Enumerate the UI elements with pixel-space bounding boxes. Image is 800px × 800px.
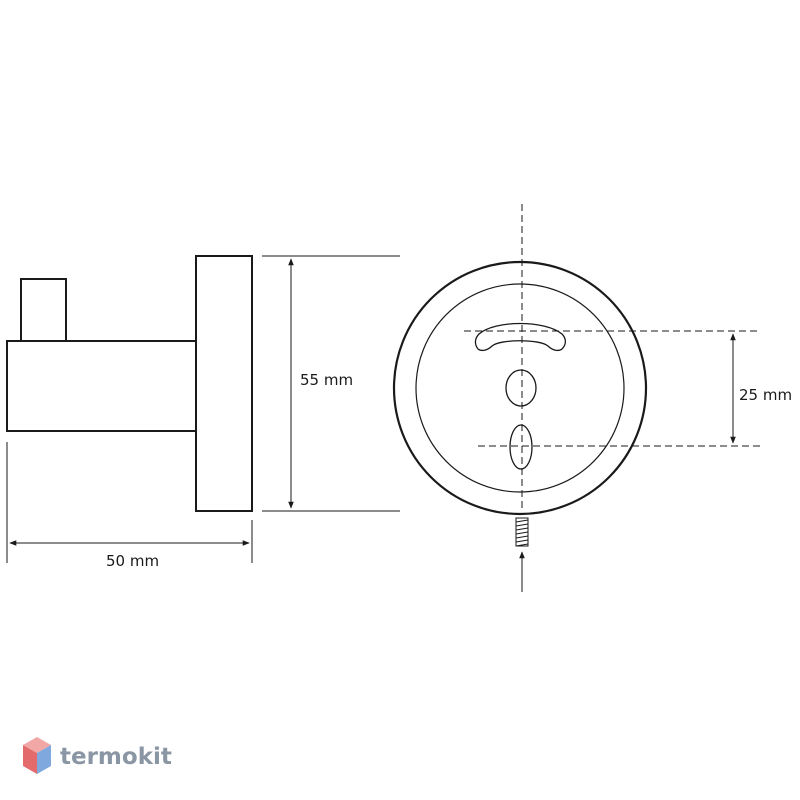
bottom-hole	[509, 424, 533, 470]
width-dimension	[6, 442, 253, 563]
centerlines	[464, 204, 760, 510]
front-view	[392, 260, 648, 516]
hook-tip	[20, 278, 67, 342]
outer-rim	[392, 260, 648, 516]
hook-arm	[6, 340, 197, 432]
inner-rim	[415, 283, 625, 493]
height-dimension	[262, 255, 400, 512]
center-hole	[505, 369, 537, 407]
spacing-label: 25 mm	[739, 386, 792, 404]
height-label: 55 mm	[300, 371, 353, 389]
brand-watermark: termokit	[60, 744, 172, 770]
logo-cube-icon	[23, 737, 51, 774]
set-screw-icon	[515, 517, 529, 547]
side-view	[6, 255, 253, 512]
wall-plate	[195, 255, 253, 512]
width-label: 50 mm	[106, 552, 159, 570]
keyhole-slot	[474, 322, 567, 352]
